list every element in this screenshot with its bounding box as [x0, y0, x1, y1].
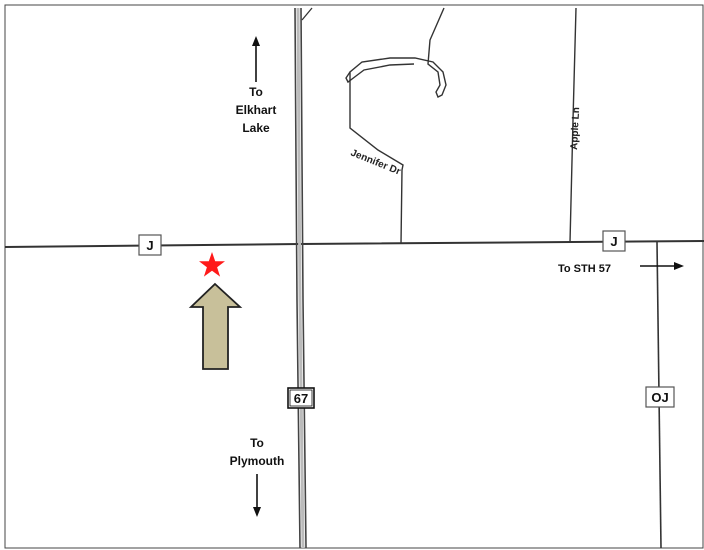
road-spur-north [301, 7, 313, 21]
destination-south-line2: Plymouth [230, 454, 285, 468]
arrow-north-head [252, 36, 260, 46]
destination-north-line2: Elkhart [236, 103, 277, 117]
shield-county-j-east: J [602, 230, 626, 252]
road-sth-67-west-edge [294, 7, 301, 549]
road-sth-67-fill [296, 7, 305, 549]
street-label-apple: Apple Ln [569, 107, 582, 150]
shield-county-j-west: J [138, 234, 162, 256]
direction-arrow-icon [188, 282, 243, 370]
destination-north-line1: To [249, 85, 263, 99]
svg-text:J: J [146, 238, 153, 253]
road-jennifer-dr [349, 7, 447, 245]
location-star-icon [199, 252, 225, 277]
svg-text:67: 67 [294, 391, 308, 406]
destination-south-line1: To [250, 436, 264, 450]
destination-east-label: To STH 57 [558, 263, 611, 275]
map-border [4, 4, 704, 549]
shield-sth-67: 67 [287, 387, 315, 409]
arrow-south-head [253, 507, 261, 517]
road-sth-67-east-edge [300, 7, 307, 549]
road-apple-ln [569, 7, 577, 243]
arrow-east-head [674, 262, 684, 270]
destination-north-line3: Lake [242, 121, 270, 135]
svg-text:J: J [610, 234, 617, 249]
svg-text:OJ: OJ [651, 390, 668, 405]
shield-county-oj: OJ [645, 386, 675, 408]
road-jennifer-dr-loop [345, 63, 415, 84]
